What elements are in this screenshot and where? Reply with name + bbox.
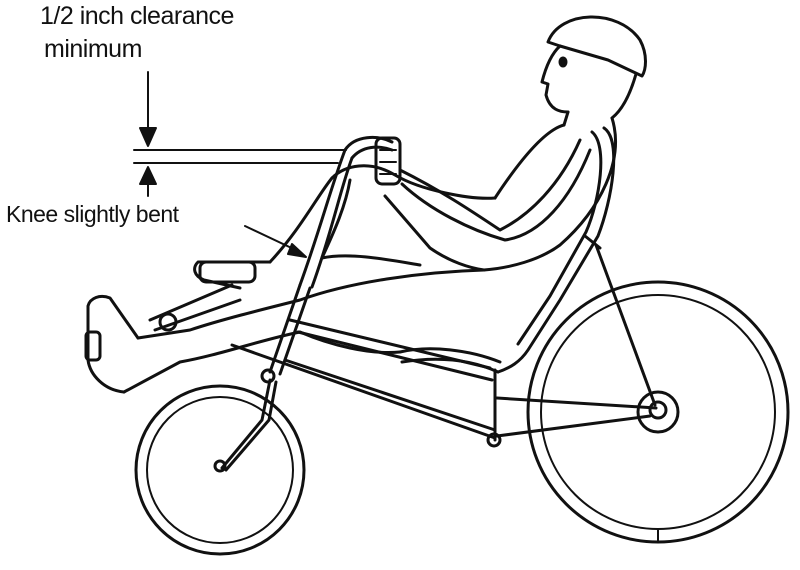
clearance-dimension xyxy=(133,71,347,197)
rider xyxy=(84,15,647,394)
knee-callout xyxy=(244,225,307,258)
clearance-label-line1: 1/2 inch clearance xyxy=(40,2,234,30)
front-wheel xyxy=(134,384,306,556)
clearance-label-line2: minimum xyxy=(44,35,142,63)
knee-label: Knee slightly bent xyxy=(6,201,179,227)
bike-seat xyxy=(398,126,616,374)
bike-frame xyxy=(148,136,658,472)
rear-wheel xyxy=(526,280,790,544)
